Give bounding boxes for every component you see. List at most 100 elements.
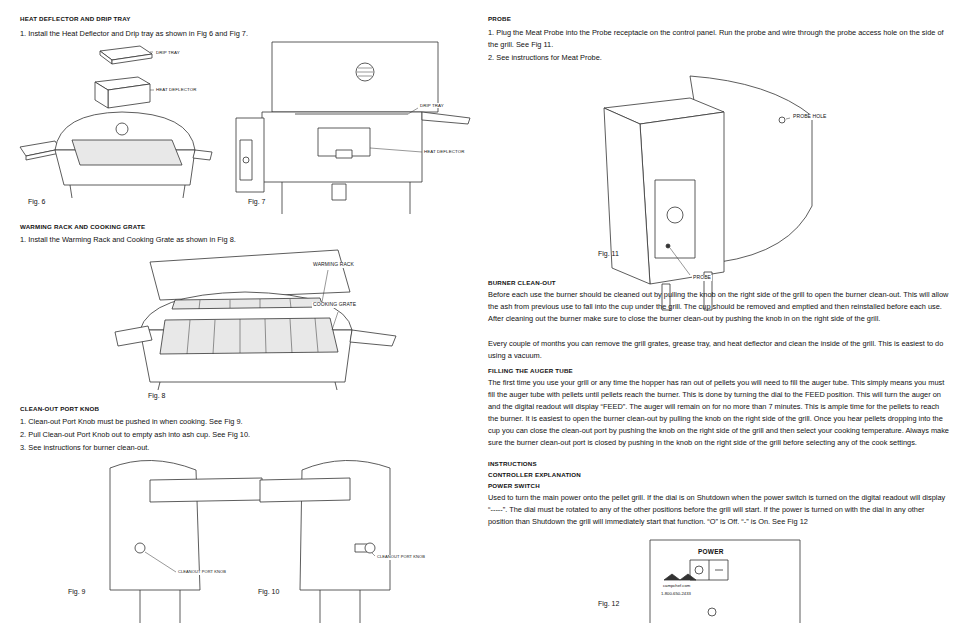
callout-label: PROBE HOLE — [792, 114, 828, 120]
instruction-text: 2. See instructions for Meat Probe. — [488, 52, 950, 64]
figure-number: Fig. 8 — [148, 392, 166, 400]
fig11-grill-part — [667, 207, 683, 223]
fig6-grill-part — [72, 140, 182, 165]
fig6-grill-part — [116, 123, 128, 135]
fig6-heat-deflector-part — [150, 90, 154, 91]
fig7-grill-part — [240, 140, 252, 180]
fig8-grill-part — [213, 320, 215, 354]
fig12-panel-part — [715, 570, 723, 571]
fig8-grill-part — [187, 320, 190, 354]
fig12-panel-part — [695, 566, 703, 574]
fig7-grill-part — [282, 182, 283, 214]
instruction-text: 3. See instructions for burner clean-out… — [20, 442, 460, 454]
fig8-grill-part — [290, 299, 291, 308]
fig11-grill-part — [779, 117, 785, 123]
instruction-text: 1. Plug the Meat Probe into the Probe re… — [488, 27, 950, 51]
body-paragraph: Every couple of months you can remove th… — [488, 338, 950, 362]
fig10-side-part — [260, 478, 350, 502]
fig12-panel-part — [664, 574, 696, 580]
fig10-side-part — [360, 590, 361, 623]
fig7-grill-part — [422, 112, 470, 124]
instruction-text: 2. Pull Clean-out Port Knob out to empty… — [20, 429, 460, 441]
fig7-grill-part — [332, 184, 346, 200]
fig6-drip-tray-part — [100, 51, 112, 64]
fig8-grill-part — [290, 319, 292, 353]
fig8-grill-part — [260, 299, 261, 308]
figure-number: Fig. 9 — [68, 588, 86, 596]
fig8-grill-part — [265, 319, 266, 353]
fig6-grill-part — [193, 150, 212, 160]
body-paragraph: Before each use the burner should be cle… — [488, 289, 950, 325]
fig8-grill-part — [240, 319, 241, 353]
body-paragraph: Used to turn the main power onto the pel… — [488, 492, 950, 528]
callout-label: DRIP TRAY — [419, 103, 445, 108]
fig8-grill-part — [160, 318, 338, 354]
fig6-grill — [20, 112, 212, 198]
fig12-panel-part — [650, 540, 800, 623]
fig6-heat-deflector-part — [108, 84, 150, 108]
fig7-grill — [236, 42, 470, 214]
fig7-grill-part — [272, 42, 438, 112]
fig6-grill-part — [70, 185, 72, 198]
brand-url: campchef.com — [663, 584, 690, 589]
callout-label: COOKING GRATE — [312, 302, 357, 308]
fig8-grill — [115, 250, 396, 390]
fig10-side-part — [365, 543, 375, 553]
fig8-grill-part — [332, 312, 338, 330]
callout-label: CLEANOUT PORT KNOB — [177, 570, 227, 575]
fig10-side-part — [320, 590, 321, 623]
instruction-text: 1. Install the Warming Rack and Cooking … — [20, 234, 460, 246]
callout-label: CLEANOUT PORT KNOB — [376, 555, 426, 560]
section-heading: CLEAN-OUT PORT KNOB — [20, 404, 460, 414]
fig10-side-part — [372, 553, 375, 556]
fig8-grill-part — [172, 298, 323, 309]
section-heading: FILLING THE AUGER TUBE — [488, 366, 950, 376]
fig7-grill-part — [408, 108, 418, 114]
figure-number: Fig. 12 — [598, 600, 619, 608]
fig8-grill-part — [315, 318, 318, 352]
fig8-grill-part — [115, 326, 152, 346]
fig11-grill — [604, 76, 812, 310]
fig11-grill-part — [655, 180, 695, 258]
body-paragraph: The first time you use your grill or any… — [488, 377, 950, 449]
fig7-grill-part — [356, 63, 374, 81]
figure-number: Fig. 10 — [258, 588, 279, 596]
fig6-grill-part — [183, 185, 185, 198]
section-heading: PROBE — [488, 14, 950, 24]
fig10-side — [260, 460, 390, 623]
fig6-heat-deflector — [95, 77, 154, 108]
fig11-grill-part — [670, 248, 690, 275]
fig7-grill-part — [262, 112, 422, 182]
fig8-grill-part — [322, 270, 328, 302]
fig6-drip-tray-part — [112, 54, 152, 64]
fig7-grill-part — [358, 76, 372, 77]
fig9-side-part — [145, 552, 176, 572]
instruction-text: 1. Clean-out Port Knob must be pushed in… — [20, 416, 460, 428]
callout-label: DRIP TRAY — [155, 50, 181, 55]
fig7-grill-part — [236, 118, 264, 192]
callout-label: HEAT DEFLECTOR — [423, 149, 465, 154]
callout-label: WARMING RACK — [312, 262, 355, 268]
fig9-side-part — [135, 543, 145, 553]
fig8-grill-part — [158, 382, 160, 390]
phone-number: 1-800-650-2433 — [661, 592, 691, 597]
fig6-drip-tray — [100, 46, 153, 64]
fig6-heat-deflector-part — [95, 82, 108, 108]
fig12-panel — [650, 540, 800, 623]
section-heading: HEAT DEFLECTOR AND DRIP TRAY — [20, 14, 460, 24]
figure-number: Fig. 7 — [248, 198, 266, 206]
fig12-panel-part — [709, 560, 710, 580]
fig8-grill-part — [199, 300, 200, 309]
fig11-grill-part — [666, 244, 670, 248]
section-heading: CONTROLLER EXPLANATION — [488, 470, 950, 480]
fig7-grill-part — [336, 150, 352, 158]
fig9-side — [110, 460, 262, 623]
section-heading: WARMING RACK AND COOKING GRATE — [20, 222, 460, 232]
fig12-panel-part — [708, 608, 716, 616]
fig7-grill-part — [410, 182, 411, 214]
section-heading: BURNER CLEAN-OUT — [488, 278, 950, 288]
fig8-grill-part — [350, 330, 396, 346]
fig11-grill-part — [640, 112, 724, 284]
fig7-grill-part — [358, 68, 372, 69]
fig6-drip-tray-part — [150, 52, 153, 53]
